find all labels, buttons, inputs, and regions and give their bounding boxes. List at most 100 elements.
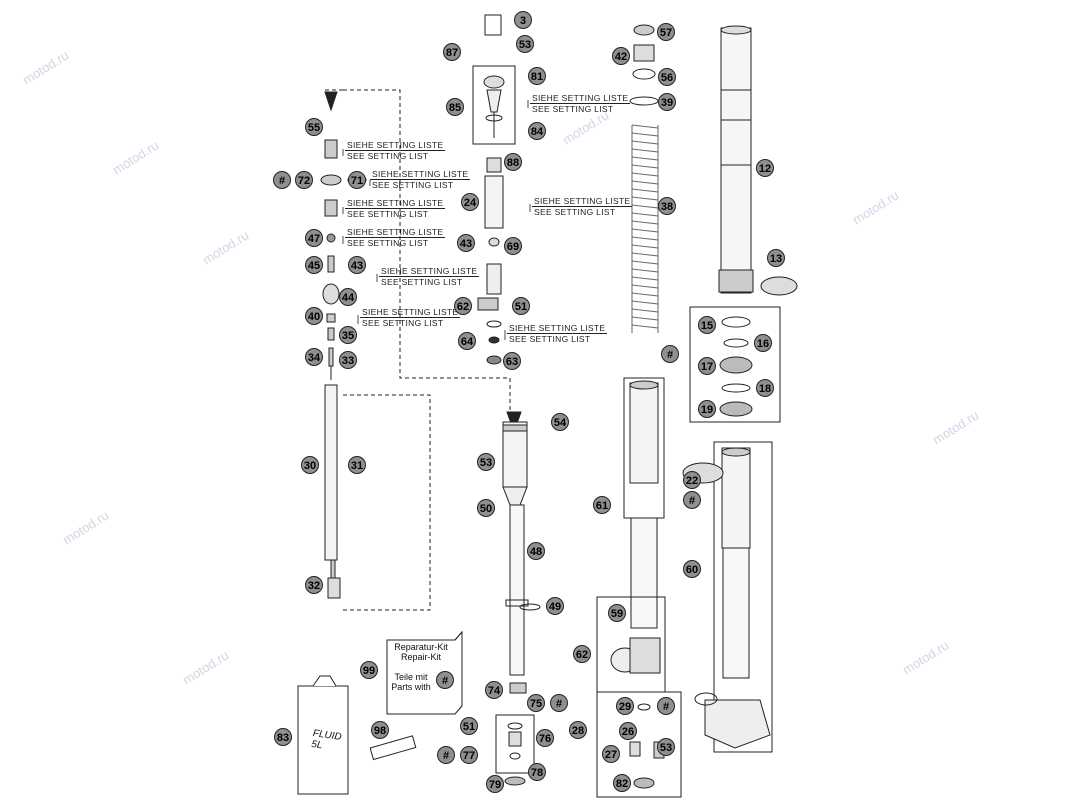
callout-98[interactable]: 98	[371, 721, 389, 739]
inner-tube-right-box	[713, 441, 773, 753]
callout-38[interactable]: 38	[658, 197, 676, 215]
callout-31[interactable]: 31	[348, 456, 366, 474]
callout-62[interactable]: 62	[454, 297, 472, 315]
callout-hash[interactable]: #	[657, 697, 675, 715]
callout-71[interactable]: 71	[348, 171, 366, 189]
callout-79[interactable]: 79	[486, 775, 504, 793]
callout-57[interactable]: 57	[657, 23, 675, 41]
callout-59[interactable]: 59	[608, 604, 626, 622]
callout-16[interactable]: 16	[754, 334, 772, 352]
callout-3[interactable]: 3	[514, 11, 532, 29]
cartridge-cylinder	[484, 175, 504, 229]
callout-78[interactable]: 78	[528, 763, 546, 781]
cap-label-box	[484, 14, 502, 36]
callout-12[interactable]: 12	[756, 159, 774, 177]
callout-30[interactable]: 30	[301, 456, 319, 474]
callout-29[interactable]: 29	[616, 697, 634, 715]
callout-15[interactable]: 15	[698, 316, 716, 334]
damper-tube	[502, 421, 528, 488]
callout-85[interactable]: 85	[446, 98, 464, 116]
callout-55[interactable]: 55	[305, 118, 323, 136]
callout-13[interactable]: 13	[767, 249, 785, 267]
callout-27[interactable]: 27	[602, 745, 620, 763]
callout-82[interactable]: 82	[613, 774, 631, 792]
callout-hash[interactable]: #	[683, 491, 701, 509]
bottom-valve-box	[495, 714, 535, 774]
dashed-assembly-line-left	[343, 89, 511, 410]
callout-75[interactable]: 75	[527, 694, 545, 712]
callout-39[interactable]: 39	[658, 93, 676, 111]
fluid-can-label: FLUID 5L	[310, 728, 343, 752]
callout-19[interactable]: 19	[698, 400, 716, 418]
callout-47[interactable]: 47	[305, 229, 323, 247]
piston-rod	[324, 384, 338, 561]
callout-88[interactable]: 88	[504, 153, 522, 171]
callout-hash[interactable]: #	[436, 671, 454, 689]
callout-63[interactable]: 63	[503, 352, 521, 370]
callout-56[interactable]: 56	[658, 68, 676, 86]
callout-62[interactable]: 62	[573, 645, 591, 663]
callout-26[interactable]: 26	[619, 722, 637, 740]
callout-34[interactable]: 34	[305, 348, 323, 366]
callout-33[interactable]: 33	[339, 351, 357, 369]
callout-51[interactable]: 51	[512, 297, 530, 315]
callout-51[interactable]: 51	[460, 717, 478, 735]
damper-rod	[509, 504, 525, 676]
callout-35[interactable]: 35	[339, 326, 357, 344]
callout-54[interactable]: 54	[551, 413, 569, 431]
callout-18[interactable]: 18	[756, 379, 774, 397]
callout-32[interactable]: 32	[305, 576, 323, 594]
callout-49[interactable]: 49	[546, 597, 564, 615]
callout-69[interactable]: 69	[504, 237, 522, 255]
callout-61[interactable]: 61	[593, 496, 611, 514]
dashed-assembly-line-right	[343, 394, 431, 611]
callout-74[interactable]: 74	[485, 681, 503, 699]
axle-parts-box	[596, 691, 682, 798]
fluid-can	[297, 685, 349, 795]
callout-81[interactable]: 81	[528, 67, 546, 85]
callout-76[interactable]: 76	[536, 729, 554, 747]
callout-48[interactable]: 48	[527, 542, 545, 560]
arrow-marker-top	[324, 91, 338, 112]
callout-hash[interactable]: #	[550, 694, 568, 712]
callout-hash[interactable]: #	[437, 746, 455, 764]
callout-hash[interactable]: #	[661, 345, 679, 363]
callout-87[interactable]: 87	[443, 43, 461, 61]
callout-53[interactable]: 53	[477, 453, 495, 471]
callout-53[interactable]: 53	[657, 738, 675, 756]
callout-84[interactable]: 84	[528, 122, 546, 140]
callout-43[interactable]: 43	[348, 256, 366, 274]
callout-50[interactable]: 50	[477, 499, 495, 517]
top-cap-group-box	[472, 65, 516, 145]
callout-43[interactable]: 43	[457, 234, 475, 252]
repair-kit-label: Reparatur-Kit Repair-Kit	[394, 642, 448, 662]
fork-spring	[631, 124, 659, 333]
callout-77[interactable]: 77	[460, 746, 478, 764]
callout-99[interactable]: 99	[360, 661, 378, 679]
callout-72[interactable]: 72	[295, 171, 313, 189]
repair-kit-parts-label: Teile mit Parts with	[391, 672, 431, 692]
callout-64[interactable]: 64	[458, 332, 476, 350]
callout-60[interactable]: 60	[683, 560, 701, 578]
callout-28[interactable]: 28	[569, 721, 587, 739]
callout-45[interactable]: 45	[305, 256, 323, 274]
callout-40[interactable]: 40	[305, 307, 323, 325]
callout-53[interactable]: 53	[516, 35, 534, 53]
callout-hash[interactable]: #	[273, 171, 291, 189]
grease-tube	[369, 735, 417, 761]
callout-44[interactable]: 44	[339, 288, 357, 306]
callout-17[interactable]: 17	[698, 357, 716, 375]
callout-24[interactable]: 24	[461, 193, 479, 211]
callout-83[interactable]: 83	[274, 728, 292, 746]
callout-42[interactable]: 42	[612, 47, 630, 65]
callout-22[interactable]: 22	[683, 471, 701, 489]
